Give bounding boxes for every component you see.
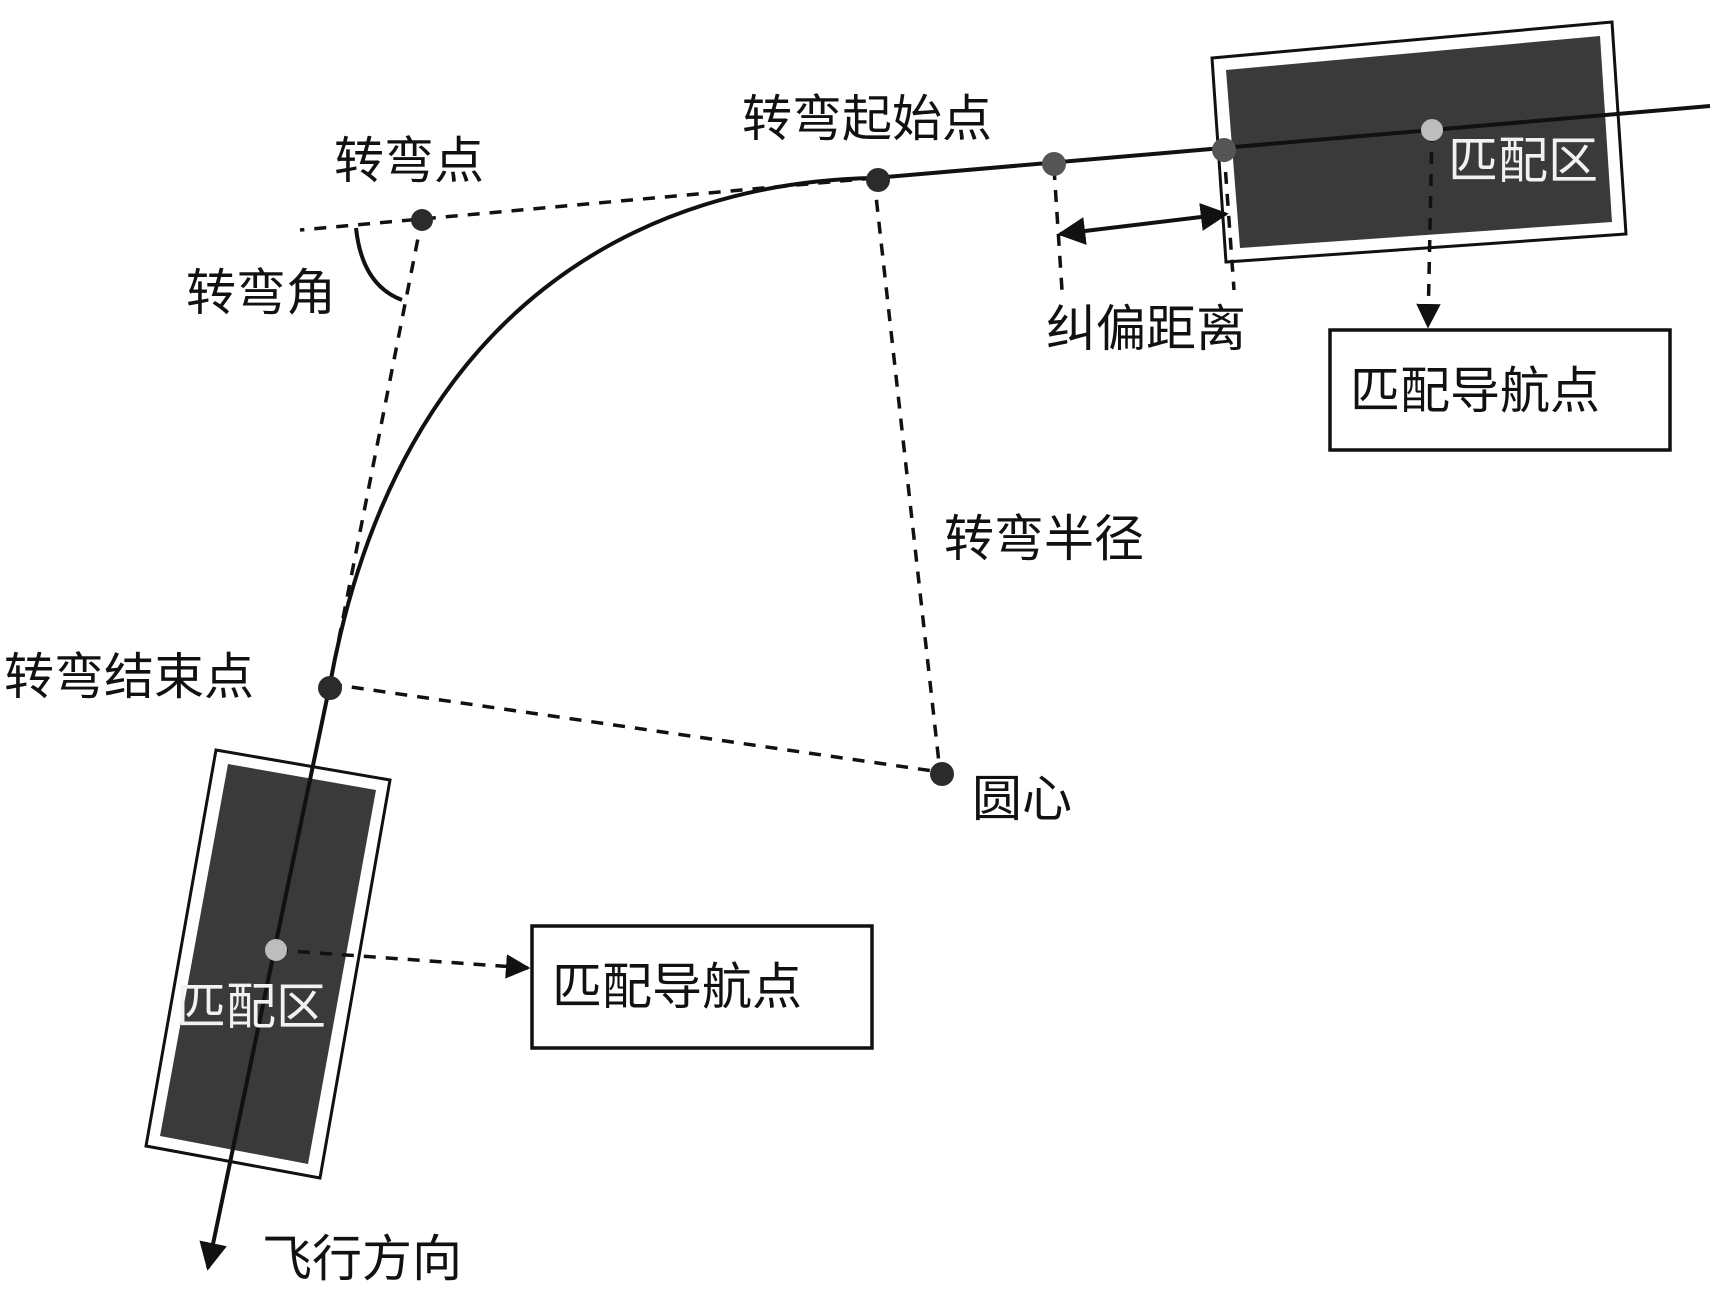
correction-distance-arrow: [1057, 203, 1229, 245]
turn-angle-arc: [354, 227, 403, 302]
center-label: 圆心: [972, 770, 1072, 828]
nav-arrow-top: [1416, 129, 1441, 329]
zone-entry-dot: [1212, 138, 1236, 162]
match-zone-top-label: 匹配区: [1448, 132, 1598, 190]
track-top-line: [873, 104, 1711, 180]
turn-arc: [328, 176, 875, 685]
match-nav-dot-top: [1421, 119, 1443, 141]
turn-angle-label: 转弯角: [186, 264, 336, 322]
nav-point-box-bottom: [530, 924, 874, 1050]
correction-distance-label: 纠偏距离: [1046, 300, 1246, 358]
radius-line-end: [329, 682, 941, 774]
turn-end-label: 转弯结束点: [4, 648, 254, 706]
radius-line-start: [872, 177, 942, 773]
turn-point-dot: [411, 209, 433, 231]
center-dot: [930, 762, 954, 786]
tangent-line-top: [299, 176, 875, 232]
nav-point-bottom-label: 匹配导航点: [552, 958, 802, 1016]
match-zone-bottom: [144, 748, 392, 1180]
match-zone-top: [1210, 20, 1628, 264]
match-nav-dot-bottom: [265, 939, 287, 961]
turn-point-label: 转弯点: [334, 132, 484, 190]
correction-point-dot: [1042, 152, 1066, 176]
turn-radius-label: 转弯半径: [944, 510, 1144, 568]
match-zone-bottom-label: 匹配区: [176, 978, 326, 1036]
turn-end-dot: [318, 676, 342, 700]
correction-guide-right: [1222, 149, 1236, 291]
nav-point-top-label: 匹配导航点: [1350, 362, 1600, 420]
turn-start-dot: [866, 168, 890, 192]
flight-direction-label: 飞行方向: [262, 1230, 462, 1288]
nav-point-box-top: [1328, 328, 1672, 452]
correction-guide-left: [1052, 167, 1064, 291]
turn-start-label: 转弯起始点: [742, 90, 992, 148]
track-bottom-line: [199, 683, 332, 1271]
